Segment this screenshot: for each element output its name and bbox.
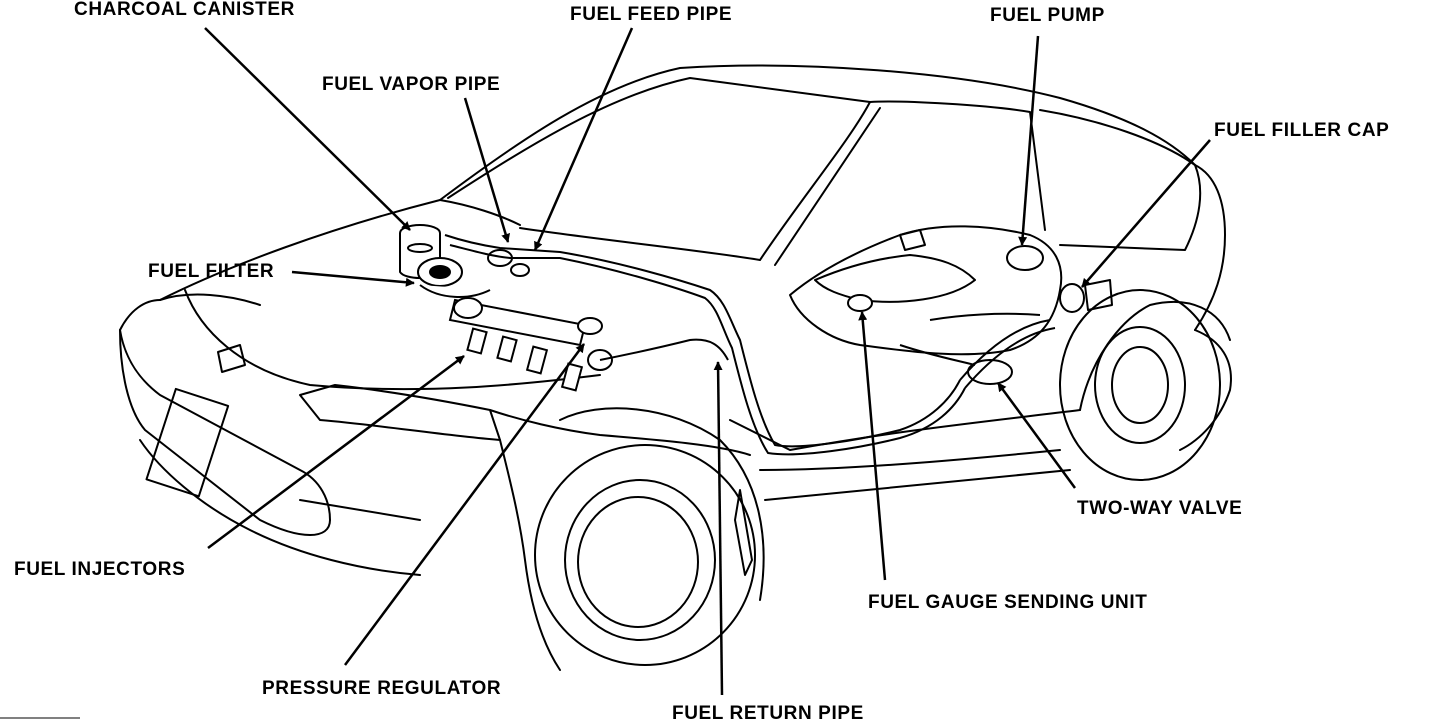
label-fuel-gauge-sending-unit: FUEL GAUGE SENDING UNIT bbox=[868, 592, 1148, 613]
leader-charcoal-canister bbox=[205, 28, 410, 230]
leader-pressure-regulator bbox=[345, 344, 584, 665]
label-fuel-feed-pipe: FUEL FEED PIPE bbox=[570, 4, 733, 25]
leader-fuel-pump bbox=[1018, 36, 1038, 246]
leader-fuel-filter bbox=[292, 272, 415, 287]
leader-lines bbox=[205, 28, 1210, 695]
label-fuel-return-pipe: FUEL RETURN PIPE bbox=[672, 703, 864, 722]
car-body-outline bbox=[120, 66, 1231, 670]
fuel-lines bbox=[445, 235, 1055, 454]
label-pressure-regulator: PRESSURE REGULATOR bbox=[262, 678, 502, 699]
leader-fuel-injectors bbox=[208, 356, 464, 548]
leader-two-way-valve bbox=[998, 383, 1075, 488]
fuel-tank bbox=[790, 226, 1084, 384]
leader-fuel-return-pipe bbox=[713, 361, 722, 695]
label-charcoal-canister: CHARCOAL CANISTER bbox=[74, 0, 295, 20]
label-fuel-filler-cap: FUEL FILLER CAP bbox=[1214, 120, 1390, 141]
label-two-way-valve: TWO-WAY VALVE bbox=[1077, 498, 1243, 519]
label-fuel-pump: FUEL PUMP bbox=[990, 5, 1105, 26]
leader-fuel-feed-pipe bbox=[535, 28, 632, 251]
label-fuel-injectors: FUEL INJECTORS bbox=[14, 559, 186, 580]
engine-components bbox=[400, 225, 612, 390]
leader-fuel-vapor-pipe bbox=[465, 98, 510, 243]
label-fuel-vapor-pipe: FUEL VAPOR PIPE bbox=[322, 74, 501, 95]
leader-fuel-gauge-sending-unit bbox=[858, 311, 885, 580]
leader-fuel-filler-cap bbox=[1082, 140, 1210, 287]
label-fuel-filter: FUEL FILTER bbox=[148, 261, 275, 282]
